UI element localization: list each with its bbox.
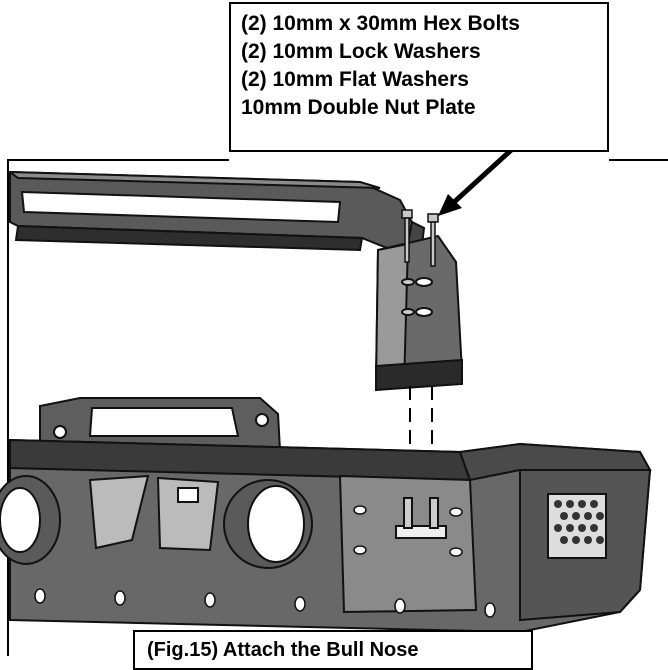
grille-holes: [554, 500, 604, 544]
hex-bolts: [401, 209, 439, 267]
parts-callout: (2) 10mm x 30mm Hex Bolts (2) 10mm Lock …: [229, 2, 609, 152]
bumper-body: [9, 438, 652, 634]
parts-line-bolts: (2) 10mm x 30mm Hex Bolts: [241, 12, 520, 35]
callout-arrow: [438, 140, 522, 216]
figure-caption: (Fig.15) Attach the Bull Nose: [133, 630, 533, 670]
parts-line-nut-plate: 10mm Double Nut Plate: [241, 96, 476, 119]
parts-line-flat-washers: (2) 10mm Flat Washers: [241, 68, 469, 91]
mounting-holes: [34, 505, 496, 618]
mounting-leg: [374, 234, 464, 392]
double-nut-plate: [395, 497, 447, 539]
light-rings: [0, 475, 313, 569]
parts-line-lock-washers: (2) 10mm Lock Washers: [241, 40, 481, 63]
winch-plate: [39, 397, 282, 456]
bumper-drawing: [0, 140, 668, 656]
bull-nose-bar: [6, 170, 426, 274]
